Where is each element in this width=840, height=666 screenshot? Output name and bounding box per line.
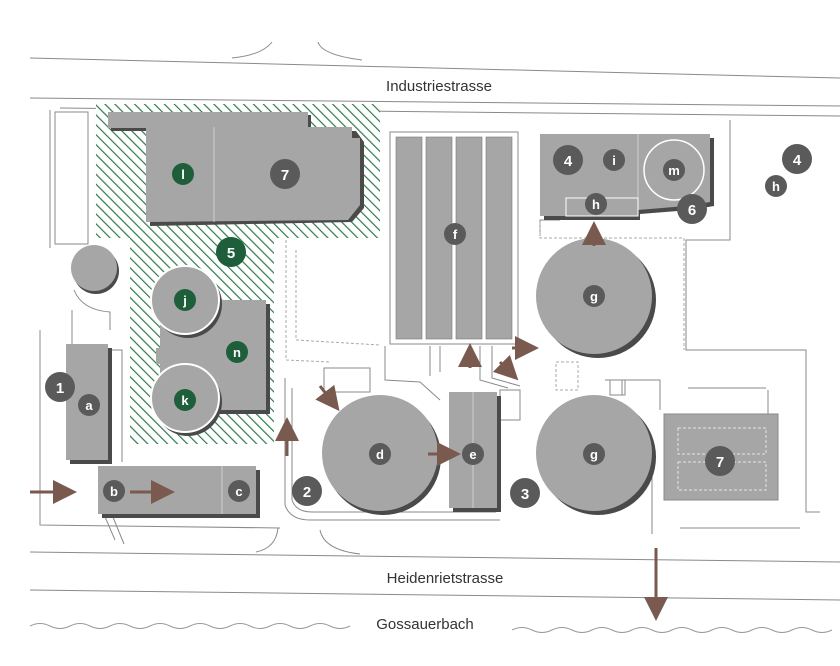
dashed-pipes [285,222,685,391]
marker-7-top: 7 [270,159,300,189]
street-label-industriestrasse: Industriestrasse [386,78,492,95]
svg-text:2: 2 [303,484,311,501]
marker-f: f [444,223,466,245]
svg-text:1: 1 [56,380,64,397]
svg-text:e: e [469,447,476,462]
svg-text:c: c [235,484,242,499]
svg-text:k: k [181,393,189,408]
svg-text:g: g [590,447,598,462]
marker-l: l [172,163,194,185]
marker-2: 2 [292,476,322,506]
marker-e: e [462,443,484,465]
marker-m: m [663,159,685,181]
svg-text:j: j [182,293,187,308]
svg-text:a: a [85,398,93,413]
svg-text:b: b [110,484,118,499]
building-f-lane-4 [485,136,513,340]
svg-text:h: h [772,179,780,194]
arrow-to-d [315,384,340,412]
flow-arrows [30,221,668,621]
marker-g-lower: g [583,443,605,465]
svg-text:4: 4 [793,152,802,169]
svg-text:m: m [668,163,680,178]
marker-h-left: h [585,193,607,215]
svg-text:i: i [612,153,616,168]
creek-label-gossauerbach: Gossauerbach [376,616,474,633]
marker-b: b [103,480,125,502]
marker-1: 1 [45,372,75,402]
marker-6: 6 [677,194,707,224]
marker-c: c [228,480,250,502]
building-roof-strip [108,112,308,128]
marker-g-upper: g [583,285,605,307]
creek-waves [29,623,833,633]
svg-text:4: 4 [564,153,573,170]
svg-text:f: f [453,227,458,242]
svg-text:d: d [376,447,384,462]
marker-j: j [174,289,196,311]
marker-h-right: h [765,175,787,197]
marker-4-right: 4 [782,144,812,174]
svg-text:l: l [181,167,185,182]
marker-k: k [174,389,196,411]
marker-5: 5 [216,237,246,267]
street-label-heidenrietstrasse: Heidenrietstrasse [387,570,504,587]
markers: 1 2 3 4 4 5 6 7 7 a b c d e f g g h h i … [45,144,812,508]
building-l [146,127,360,222]
svg-text:7: 7 [281,167,289,184]
svg-text:n: n [233,345,241,360]
marker-7-right: 7 [705,446,735,476]
svg-text:h: h [592,197,600,212]
marker-n: n [226,341,248,363]
svg-text:7: 7 [716,454,724,471]
svg-text:3: 3 [521,486,529,503]
svg-text:6: 6 [688,202,696,219]
building-f-lane-1 [395,136,423,340]
arrow-diag-e [492,354,519,381]
marker-i: i [603,149,625,171]
marker-3: 3 [510,478,540,508]
svg-text:g: g [590,289,598,304]
marker-d: d [369,443,391,465]
marker-a: a [78,394,100,416]
marker-4-left: 4 [553,145,583,175]
street-lines [29,41,840,601]
svg-text:5: 5 [227,245,235,262]
